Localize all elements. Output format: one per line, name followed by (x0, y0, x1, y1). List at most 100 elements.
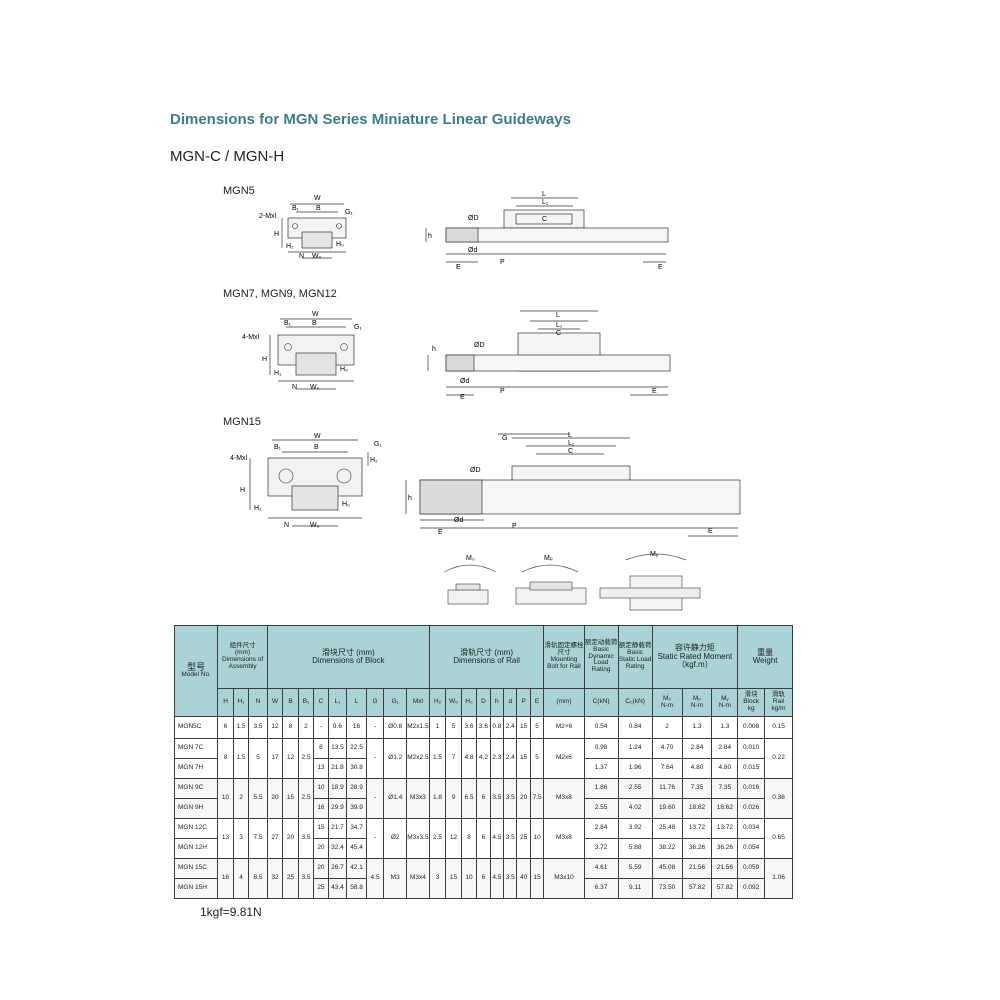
cell: 16 (346, 716, 367, 739)
col-w: W (266, 688, 284, 717)
cell: 28.9 (346, 778, 367, 799)
cell: 18.62 (711, 798, 739, 819)
cell: 0.65 (764, 818, 793, 859)
cell: 20 (313, 838, 329, 859)
cell: 0.15 (764, 716, 793, 739)
cell: 5 (445, 716, 462, 739)
dim-p: P (512, 523, 517, 530)
cell: 1 (428, 716, 447, 739)
cell: 7.35 (681, 778, 713, 799)
mgn15-label: MGN15 (223, 416, 261, 428)
cell: 36.26 (681, 838, 713, 859)
col-b: B (282, 688, 299, 717)
mgn5-label: MGN5 (223, 185, 255, 197)
cell: 4.70 (651, 738, 683, 759)
cell: 3.5 (248, 716, 268, 739)
cell: 2.5 (428, 818, 447, 859)
mgn5-side-view: L L₁ C ØD h Ød P E E (425, 191, 669, 271)
cell: 15 (529, 858, 545, 899)
dim-d-small: Ød (468, 247, 477, 254)
col-h: H (217, 688, 234, 717)
col-e: E (529, 688, 545, 717)
cell: 5 (529, 716, 545, 739)
cell: 8 (217, 738, 234, 779)
cell: - (365, 716, 385, 739)
mgn7-side-view: L L₁ C ØD h Ød P E E (427, 310, 671, 401)
dim-h: H (274, 231, 279, 238)
mgn15-cross-section: W B B₁ G₁ H₂ 4-Mxl H H₁ N W₀ H₀ (230, 433, 382, 529)
cell: 2.84 (711, 738, 739, 759)
cell: Ø2 (383, 818, 408, 859)
cell: 2.5 (297, 738, 315, 779)
cell: 8 (313, 738, 329, 759)
dim-h1: H₁ (274, 370, 282, 377)
cell: 3.6 (460, 716, 478, 739)
cell: 4.80 (681, 758, 713, 779)
cell: 26.7 (327, 858, 348, 879)
cell: 9.11 (617, 878, 653, 899)
cell: 6 (476, 858, 491, 899)
cell: 7.5 (248, 818, 268, 859)
col-sta-unit: C₀(kN) (617, 688, 653, 717)
cell: 20 (266, 778, 284, 819)
cell: 8 (282, 716, 299, 739)
cell: 3.6 (476, 716, 491, 739)
cell: 0.54 (583, 716, 619, 739)
col-block: 滑块尺寸 (mm)Dimensions of Block (266, 625, 430, 689)
cell: 10 (529, 818, 545, 859)
cell: 2 (651, 716, 683, 739)
cell: 30.8 (346, 758, 367, 779)
moment-mr-label: M₀ (466, 555, 475, 562)
cell: 10 (217, 778, 234, 819)
cell: 3.5 (503, 778, 518, 819)
dim-n: N (284, 522, 289, 529)
cell-model: MGN 12C (173, 818, 219, 839)
cell: 15 (445, 858, 462, 899)
cell: 16 (313, 798, 329, 819)
cell: 25 (313, 878, 329, 899)
mgn5-cross-section: W B B₁ G₁ 2-Mxl H H₁ N W₀ H₀ (259, 195, 353, 260)
cell-model: MGN 9C (173, 778, 219, 799)
dim-hr: H₀ (336, 241, 344, 248)
dim-w: W (314, 433, 321, 440)
cell: 4.8 (460, 738, 478, 779)
cell: 3.72 (583, 838, 619, 859)
dim-g1: G₁ (345, 209, 353, 216)
cell: 10 (313, 778, 329, 799)
cell: 7 (445, 738, 462, 779)
col-rail: 滑轨尺寸 (mm)Dimensions of Rail (428, 625, 545, 689)
cell: 8.5 (248, 858, 268, 899)
col-h-rail: h (489, 688, 505, 717)
cell: 0.034 (737, 818, 766, 839)
dim-l: L (542, 191, 546, 198)
cell: 5.5 (248, 778, 268, 819)
dim-n: N (299, 253, 304, 260)
cell: 2.5 (297, 778, 315, 819)
dim-l1: L₁ (568, 440, 575, 447)
cell: 0.026 (737, 798, 766, 819)
cell: 19.60 (651, 798, 683, 819)
cell: 27 (266, 818, 284, 859)
cell: 4.5 (365, 858, 385, 899)
cell: 3.5 (503, 858, 518, 899)
cell: M3x3.5 (406, 818, 430, 859)
cell-model: MGN 12H (173, 838, 219, 859)
col-p: P (516, 688, 531, 717)
cell: 1.3 (711, 716, 739, 739)
cell: M3x10 (543, 858, 585, 899)
cell: 0.22 (764, 738, 793, 779)
cell: 12 (282, 738, 299, 779)
cell: Ø1.2 (383, 738, 408, 779)
cell: 39.9 (346, 798, 367, 819)
cell: 2.3 (489, 738, 505, 779)
cell: 22.5 (346, 738, 367, 759)
cell: 2.84 (583, 818, 619, 839)
